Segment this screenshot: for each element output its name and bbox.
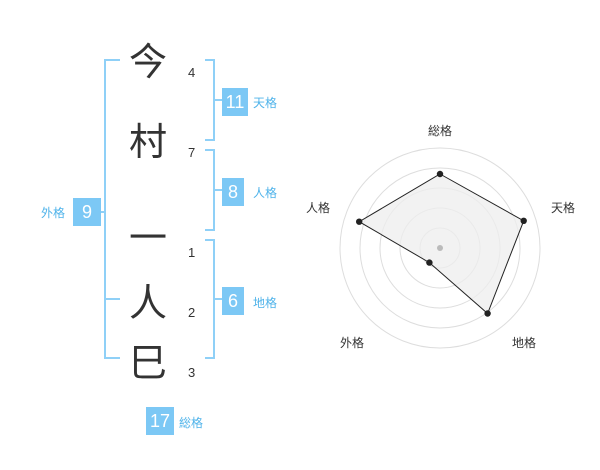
gaikaku-bracket-outer bbox=[104, 59, 120, 359]
radar-label-gaikaku: 外格 bbox=[339, 336, 364, 350]
radar-point-1 bbox=[520, 217, 527, 224]
radar-center-dot bbox=[437, 245, 443, 251]
name-char-5: 巳 bbox=[128, 341, 167, 385]
name-char-2: 村 bbox=[128, 120, 167, 164]
name-char-3: 一 bbox=[128, 216, 167, 260]
jinkaku-label: 人格 bbox=[253, 186, 278, 200]
radar-point-3 bbox=[426, 259, 433, 266]
tenkaku-badge: 11 bbox=[222, 88, 248, 116]
radar-label-tenkaku: 天格 bbox=[550, 201, 575, 215]
gaikaku-label: 外格 bbox=[41, 206, 66, 220]
jinkaku-badge: 8 bbox=[222, 178, 244, 206]
stroke-count-1: 4 bbox=[188, 65, 196, 80]
name-char-1: 今 bbox=[128, 40, 167, 84]
radar-label-soukaku: 総格 bbox=[427, 124, 452, 138]
stroke-count-3: 1 bbox=[188, 245, 196, 260]
radar-ring-5 bbox=[339, 147, 541, 349]
soukaku-badge: 17 bbox=[146, 407, 174, 435]
radar-label-jinkaku: 人格 bbox=[305, 201, 330, 215]
radar-ring-4 bbox=[359, 167, 521, 329]
radar-series-polygon bbox=[358, 173, 525, 315]
gaikaku-badge: 9 bbox=[73, 198, 101, 226]
radar-point-4 bbox=[356, 218, 363, 225]
chikaku-label: 地格 bbox=[253, 296, 278, 310]
radar-point-2 bbox=[484, 310, 491, 317]
stroke-count-4: 2 bbox=[188, 305, 196, 320]
stroke-count-5: 3 bbox=[188, 365, 196, 380]
name-char-4: 人 bbox=[128, 281, 167, 325]
radar-point-0 bbox=[436, 170, 444, 178]
tenkaku-label: 天格 bbox=[253, 96, 278, 110]
radar-label-chikaku: 地格 bbox=[511, 336, 536, 350]
stroke-count-2: 7 bbox=[188, 145, 196, 160]
chikaku-badge: 6 bbox=[222, 287, 244, 315]
soukaku-label: 総格 bbox=[179, 416, 204, 430]
